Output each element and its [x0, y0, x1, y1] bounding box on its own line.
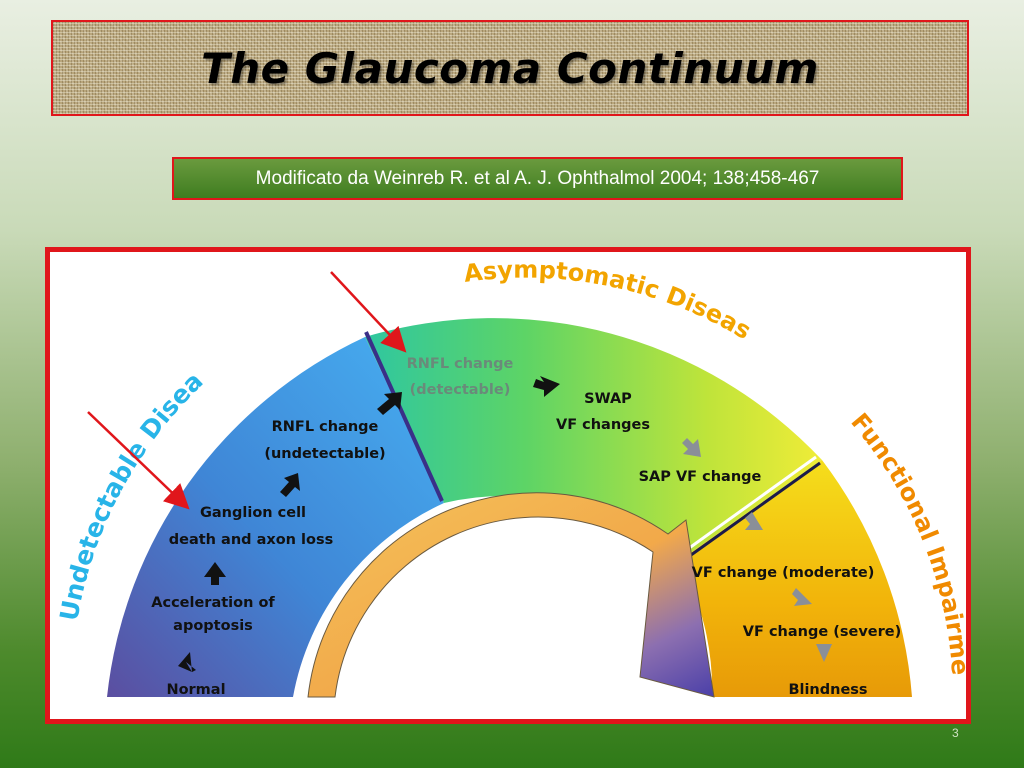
stage-vf-moderate: VF change (moderate) [692, 565, 875, 581]
stage-vf-severe: VF change (severe) [743, 624, 901, 640]
citation-box: Modificato da Weinreb R. et al A. J. Oph… [172, 157, 903, 200]
stage-ganglion-line2: death and axon loss [169, 532, 334, 548]
step-arrow-to-sap [682, 438, 701, 457]
title-banner: The Glaucoma Continuum [51, 20, 969, 116]
step-arrow-to-blindness [816, 644, 832, 662]
stage-ganglion-line1: Ganglion cell [200, 505, 306, 521]
stage-normal: Normal [166, 682, 225, 698]
section-asymptomatic [365, 318, 822, 561]
divider-asymptomatic-functional-dark [669, 461, 821, 572]
stage-rnfl-undetectable-line1: RNFL change [272, 419, 379, 435]
stage-blindness: Blindness [788, 682, 867, 698]
stage-sap: SAP VF change [639, 469, 762, 485]
stage-rnfl-undetectable-line2: (undetectable) [264, 446, 385, 462]
stage-apoptosis-line1: Acceleration of [151, 595, 275, 611]
stage-swap-line2: VF changes [556, 417, 650, 433]
stage-swap-line1: SWAP [584, 391, 632, 407]
progression-arc-arrow [307, 492, 715, 698]
step-arrow-normal [178, 652, 196, 672]
stage-rnfl-detectable-line2: (detectable) [410, 382, 511, 398]
step-arrow-to-swap [533, 376, 560, 397]
section-functional [679, 460, 912, 697]
step-arrow-to-severe [792, 588, 812, 606]
slide-title: The Glaucoma Continuum [201, 43, 819, 93]
stage-rnfl-detectable-line1: RNFL change [407, 356, 514, 372]
diagram-frame: Undetectable Disease Asymptomatic Diseas… [45, 247, 971, 724]
step-arrow-apoptosis [204, 562, 226, 585]
divider-asymptomatic-functional [666, 455, 817, 566]
step-arrow-to-moderate [745, 512, 763, 530]
slide-number: 3 [952, 726, 959, 740]
glaucoma-continuum-diagram: Undetectable Disease Asymptomatic Diseas… [50, 252, 966, 698]
annotation-arrow-ganglion-cell [87, 411, 190, 510]
step-arrow-ganglion [280, 473, 300, 497]
step-arrow-rnfl [377, 392, 402, 415]
stage-apoptosis-line2: apoptosis [173, 618, 253, 634]
citation-text: Modificato da Weinreb R. et al A. J. Oph… [255, 167, 820, 189]
section-undetectable [107, 337, 444, 697]
annotation-arrow-rnfl-detectable [330, 271, 407, 353]
divider-undetectable-asymptomatic [364, 331, 444, 502]
